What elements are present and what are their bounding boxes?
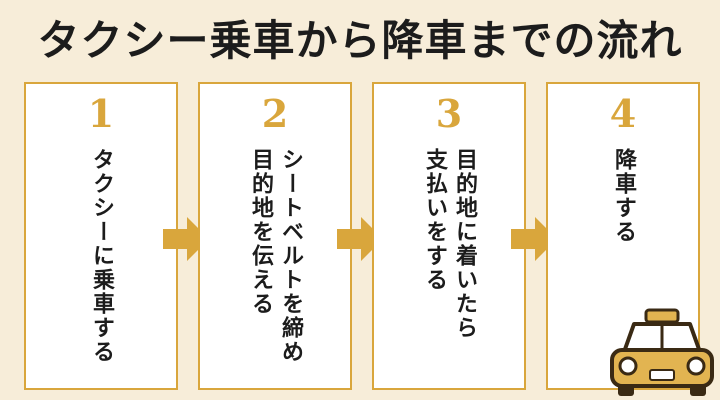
step-number: 2 [261, 91, 289, 136]
arrow-right-icon [511, 217, 557, 261]
step-text: シートベルトを締め 目的地を伝える [248, 148, 303, 364]
step-card-1: 1 タクシーに乗車する [24, 82, 178, 390]
step-text: 降車する [611, 148, 636, 244]
step-number: 1 [87, 91, 115, 136]
taxi-icon [610, 308, 714, 396]
step-text: 目的地に着いたら 支払いをする [422, 148, 477, 340]
step-card-3: 3 目的地に着いたら 支払いをする [372, 82, 526, 390]
step-number: 4 [609, 91, 637, 136]
page-title: タクシー乗車から降車までの流れ [37, 16, 683, 65]
step-number: 3 [435, 91, 463, 136]
step-card-2: 2 シートベルトを締め 目的地を伝える [198, 82, 352, 390]
step-text: タクシーに乗車する [89, 148, 114, 364]
arrow-right-icon [163, 217, 209, 261]
arrow-right-icon [337, 217, 383, 261]
